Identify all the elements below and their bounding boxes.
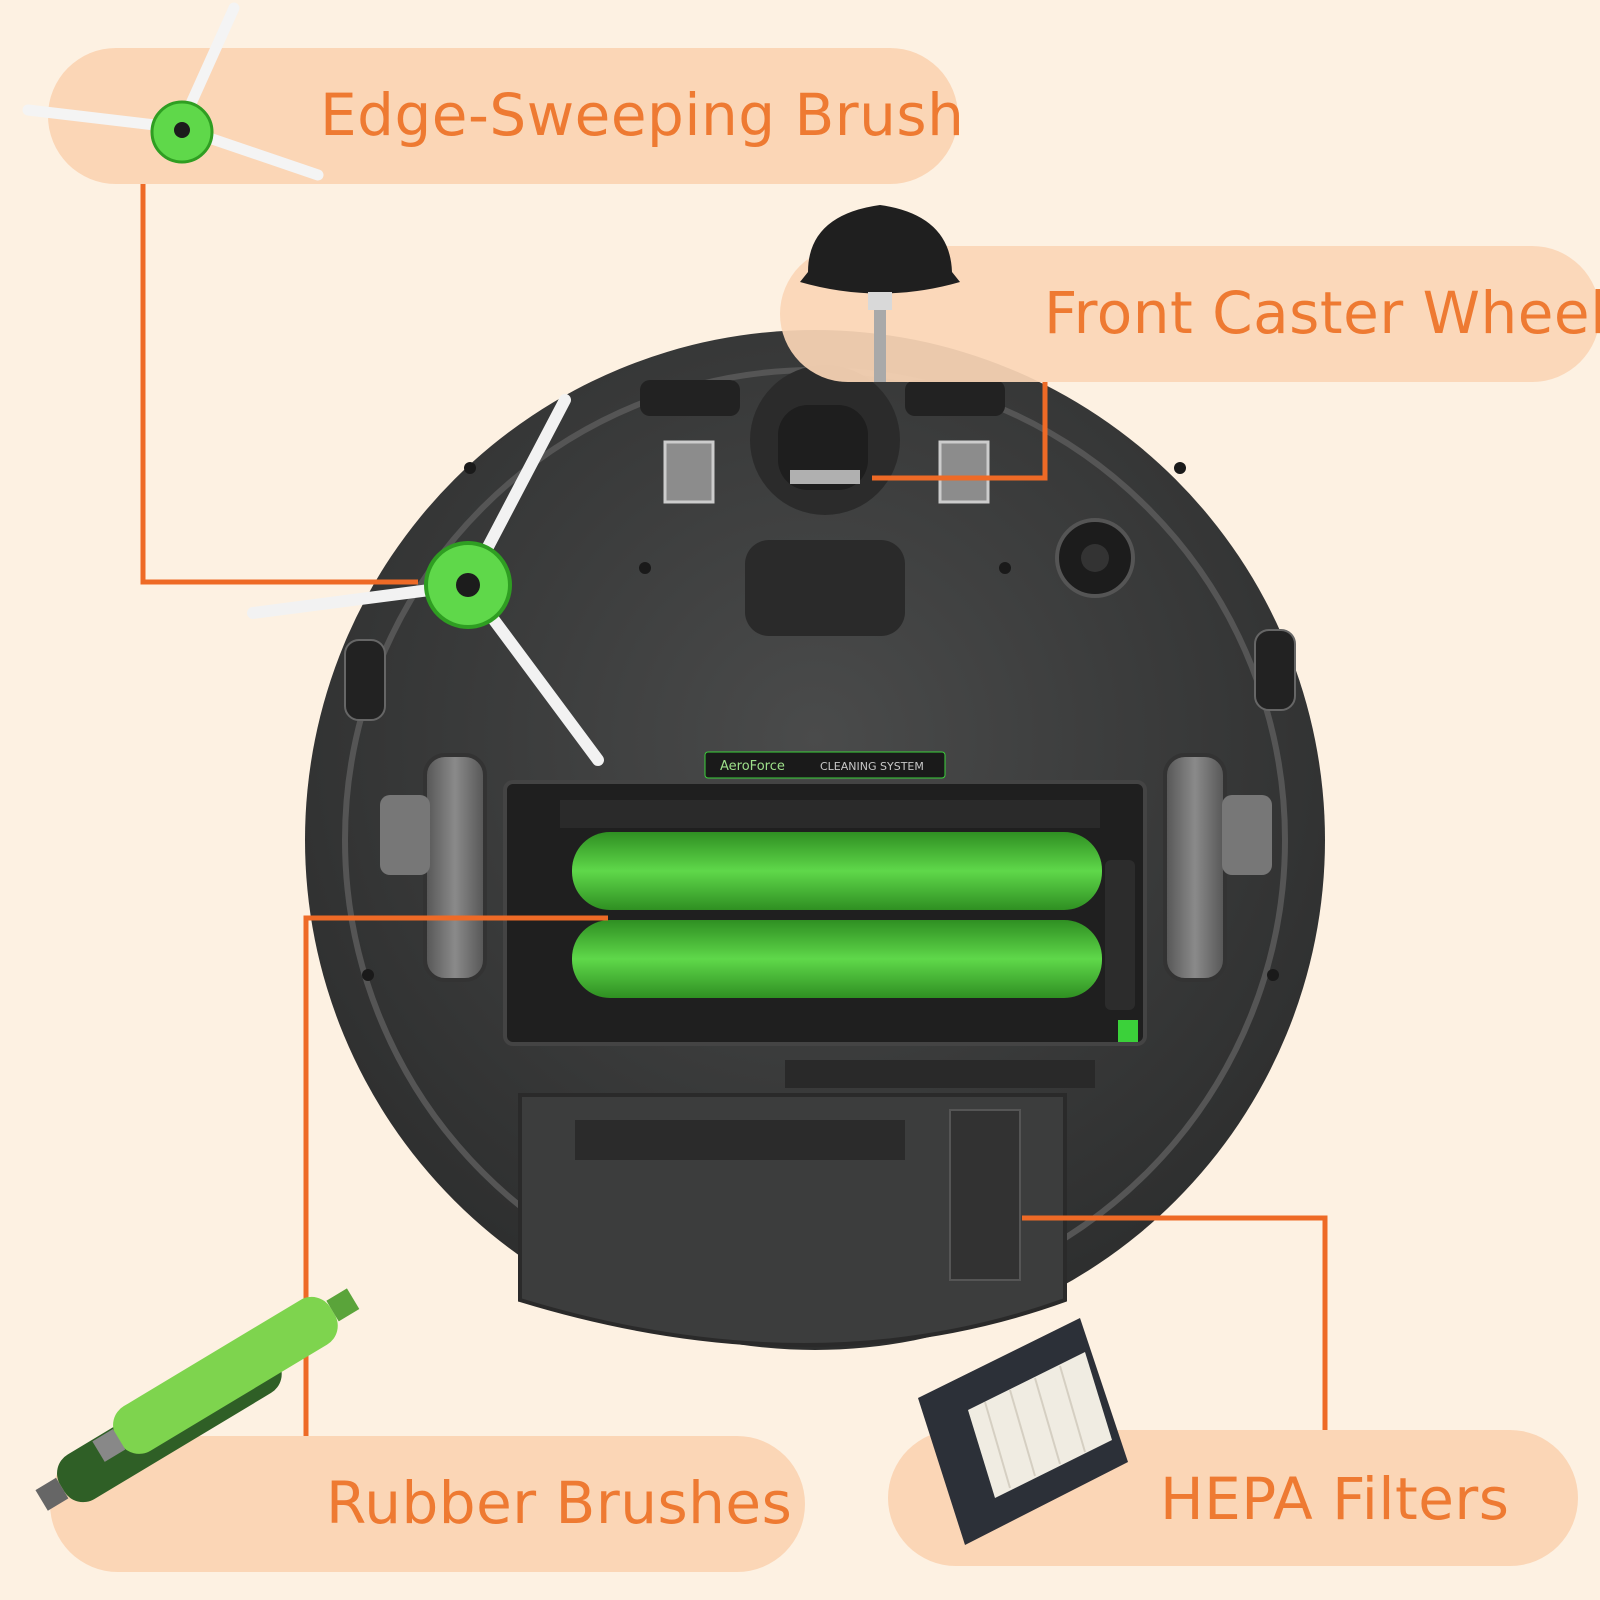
rubber-brush-pill <box>50 1436 805 1572</box>
aeroforce-badge: AeroForce CLEANING SYSTEM <box>704 751 946 779</box>
dust-bin <box>518 1060 1095 1347</box>
edge-brush-pill <box>48 48 958 184</box>
edge-brush-line <box>140 182 418 585</box>
caster-wheel-label: Front Caster Wheel <box>1044 279 1600 347</box>
drive-wheels <box>380 753 1272 982</box>
hepa-filters-label: HEPA Filters <box>1160 1465 1510 1533</box>
caster-pill <box>780 246 1600 382</box>
side-brush-on-body <box>247 394 604 766</box>
edge-brush-part-image <box>22 2 324 181</box>
caster-line <box>872 382 1048 481</box>
caster-wheel-part-image <box>800 205 960 382</box>
edge-brush-label: Edge-Sweeping Brush <box>320 81 965 149</box>
caster-wheel-on-body <box>750 365 900 515</box>
callout-lines <box>140 182 1328 1436</box>
badge-brand-text: AeroForce <box>720 759 785 774</box>
brush-bay <box>503 780 1147 1046</box>
badge-system-text: CLEANING SYSTEM <box>820 760 924 773</box>
rubber-brushes-label: Rubber Brushes <box>326 1469 793 1537</box>
rubber-brushes-part-image <box>35 1288 360 1511</box>
hepa-filter-part-image <box>918 1318 1128 1545</box>
rubber-brush-line <box>303 915 608 1436</box>
hepa-line <box>1022 1215 1328 1430</box>
